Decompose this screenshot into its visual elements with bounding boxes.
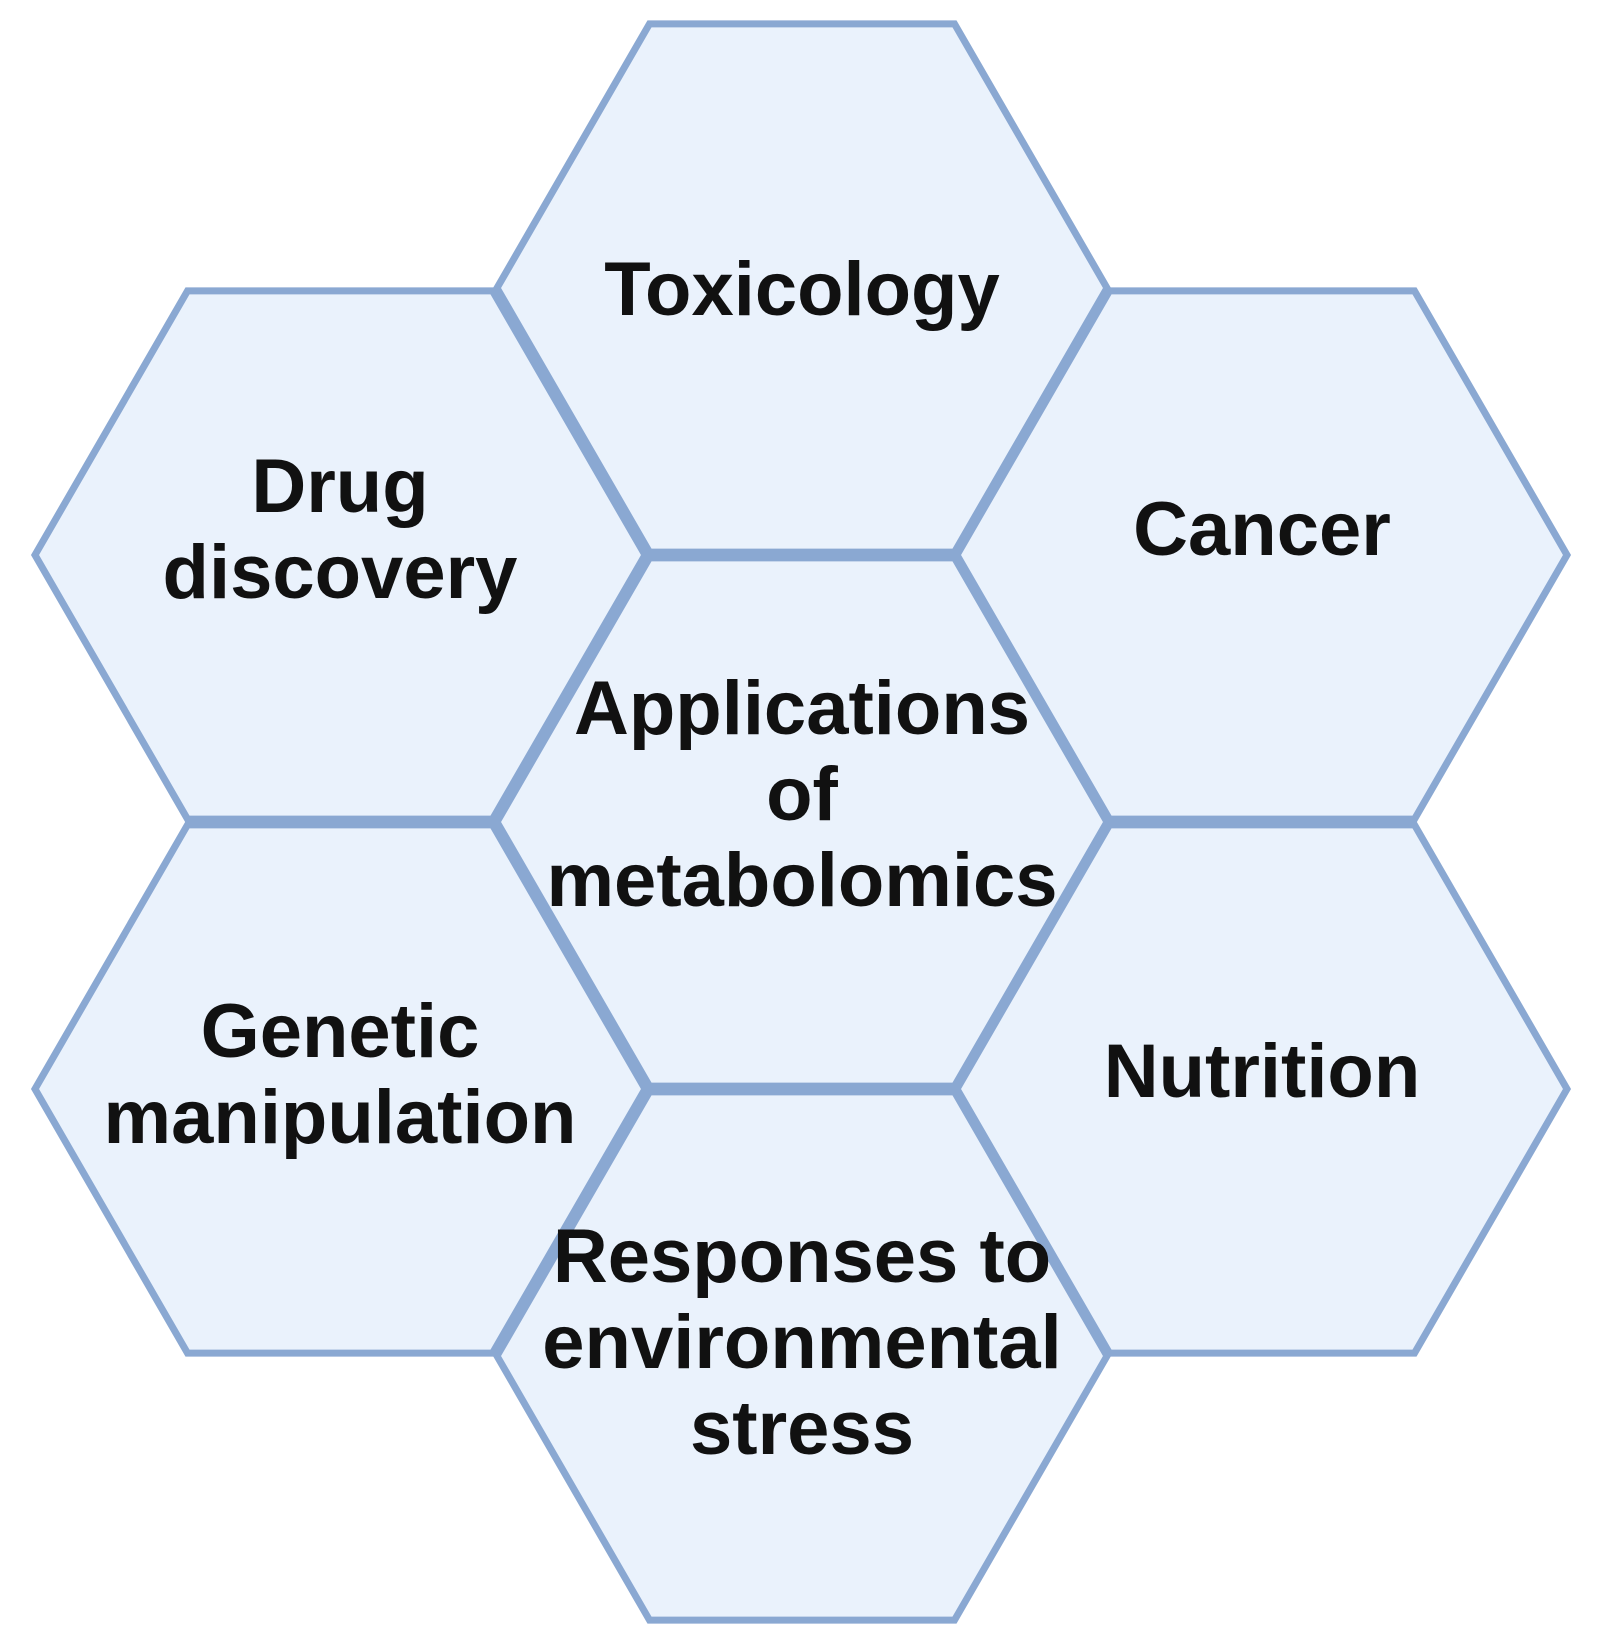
hexagon-shape (492, 1088, 1112, 1624)
hexagon-layer: ToxicologyDrugdiscoveryCancerApplication… (30, 20, 1572, 1624)
hexagon-label-applications-of-metabolomics: metabolomics (546, 838, 1057, 923)
hexagon-nutrition: Nutrition (952, 821, 1572, 1357)
hexagon-label-toxicology: Toxicology (604, 247, 1000, 332)
hexagon-shape (952, 821, 1572, 1357)
hexagon-label-drug-discovery: discovery (163, 530, 518, 615)
hexagon-label-applications-of-metabolomics: Applications (574, 666, 1030, 751)
hexagon-label-responses-to-environmental-stress: environmental (542, 1300, 1061, 1385)
hexagon-label-drug-discovery: Drug (251, 444, 428, 529)
hexagon-shape (952, 287, 1572, 823)
hexagon-label-genetic-manipulation: manipulation (104, 1075, 577, 1160)
hexagon-toxicology: Toxicology (492, 20, 1112, 556)
hexagon-cancer: Cancer (952, 287, 1572, 823)
hexagon-label-cancer: Cancer (1133, 487, 1391, 572)
hexagon-label-genetic-manipulation: Genetic (201, 989, 480, 1074)
hexagon-shape (492, 20, 1112, 556)
hexagon-label-responses-to-environmental-stress: Responses to (553, 1214, 1051, 1299)
hexagon-shape (30, 821, 650, 1357)
hexagon-label-applications-of-metabolomics: of (766, 752, 838, 837)
hexagon-shape (492, 554, 1112, 1090)
hexagon-label-nutrition: Nutrition (1104, 1029, 1421, 1114)
hexagon-label-responses-to-environmental-stress: stress (690, 1386, 914, 1471)
hexagon-shape (30, 287, 650, 823)
